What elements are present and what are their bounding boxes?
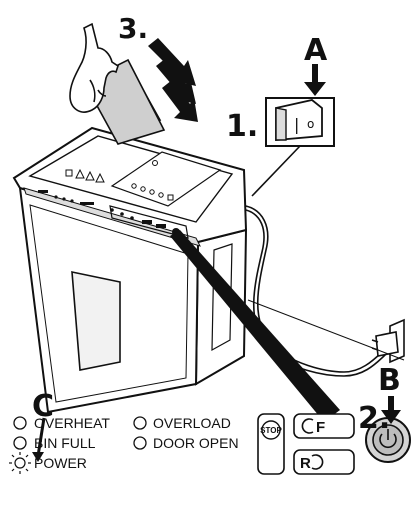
callout-b-label: B	[378, 363, 401, 398]
control-panel-highlight	[109, 205, 189, 239]
indicator-overload: OVERLOAD	[133, 415, 231, 431]
indicator-bin-full: BIN FULL	[13, 435, 96, 451]
callout-c-label: C	[32, 389, 54, 424]
svg-text:F: F	[316, 419, 325, 436]
indicator-door-open: DOOR OPEN	[133, 435, 239, 451]
reverse-button: R	[293, 449, 355, 475]
indicator-power: POWER	[9, 452, 87, 474]
power-led-lit-icon	[9, 452, 31, 474]
arrow-b	[381, 396, 401, 424]
lid-icons	[65, 160, 174, 201]
step-2-label: 2.	[358, 401, 390, 436]
shredder-lid	[12, 126, 248, 247]
power-button	[365, 417, 411, 463]
rocker-switch: | o	[251, 97, 335, 197]
svg-text:POWER: POWER	[34, 455, 87, 471]
svg-text:STOP: STOP	[260, 426, 282, 435]
shredder-body	[18, 186, 248, 414]
switch-on-symbol: |	[294, 115, 299, 134]
forward-button: F	[293, 413, 355, 439]
bin-full-led-icon	[13, 436, 27, 450]
hand-illustration	[69, 22, 119, 113]
svg-text:OVERLOAD: OVERLOAD	[153, 415, 231, 431]
stop-button: STOP	[257, 413, 285, 475]
forward-arrow-icon	[301, 418, 314, 434]
door-open-led-icon	[133, 436, 147, 450]
overheat-led-icon	[13, 416, 27, 430]
bin-window	[71, 270, 121, 371]
svg-text:R: R	[300, 455, 311, 472]
svg-text:DOOR OPEN: DOOR OPEN	[153, 435, 239, 451]
indicator-overheat: OVERHEAT	[13, 415, 110, 431]
arrow-a	[304, 64, 326, 96]
wall-outlet	[371, 318, 405, 364]
step-1-label: 1.	[226, 109, 258, 144]
overload-led-icon	[133, 416, 147, 430]
callout-a-label: A	[304, 33, 328, 68]
floor-line	[247, 299, 405, 361]
feed-arrows	[148, 38, 198, 122]
svg-text:BIN FULL: BIN FULL	[34, 435, 96, 451]
power-symbol-icon	[379, 433, 397, 449]
arrow-c	[36, 417, 46, 457]
step-3-label: 3.	[118, 12, 148, 45]
reverse-arrow-icon	[311, 454, 324, 470]
switch-off-symbol: o	[307, 117, 314, 131]
stop-octagon-icon	[261, 420, 281, 440]
svg-text:OVERHEAT: OVERHEAT	[34, 415, 110, 431]
panel-pointer-wedge	[170, 230, 340, 422]
